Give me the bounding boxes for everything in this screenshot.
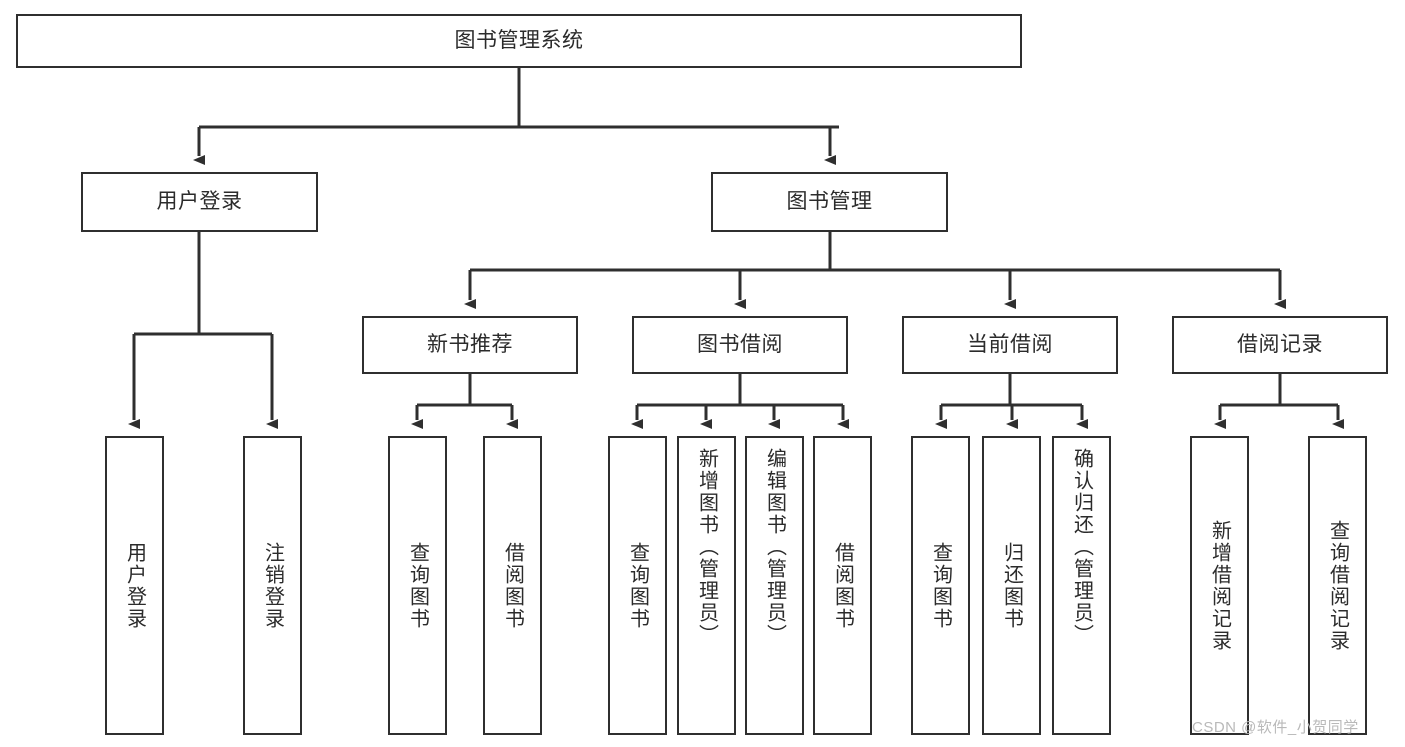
node-leaf-borrow-book-recommend[interactable]: 借阅图书 [483, 436, 542, 735]
node-label: 图书管理 [786, 189, 873, 213]
node-root-book-management-system[interactable]: 图书管理系统 [16, 14, 1022, 68]
node-label: 确认归还（管理员） [1070, 448, 1093, 646]
node-label: 用户登录 [156, 189, 243, 213]
node-label: 当前借阅 [967, 332, 1053, 356]
node-leaf-query-borrow-record[interactable]: 查询借阅记录 [1308, 436, 1367, 735]
node-leaf-confirm-return[interactable]: 确认归还（管理员） [1052, 436, 1111, 735]
node-label: 查询图书 [626, 541, 649, 630]
csdn-watermark: CSDN @软件_小贺同学 [1192, 719, 1359, 736]
node-new-book-recommend[interactable]: 新书推荐 [362, 316, 578, 374]
node-leaf-query-book-current[interactable]: 查询图书 [911, 436, 970, 735]
node-label: 图书管理系统 [454, 28, 584, 52]
node-leaf-borrow-book[interactable]: 借阅图书 [813, 436, 872, 735]
node-leaf-return-book[interactable]: 归还图书 [982, 436, 1041, 735]
node-leaf-user-login[interactable]: 用户登录 [105, 436, 164, 735]
node-borrow-record[interactable]: 借阅记录 [1172, 316, 1388, 374]
node-label: 借阅记录 [1237, 332, 1323, 356]
node-leaf-edit-book[interactable]: 编辑图书（管理员） [745, 436, 804, 735]
node-label: 新增借阅记录 [1208, 519, 1231, 652]
node-label: 图书借阅 [697, 332, 783, 356]
node-book-borrow[interactable]: 图书借阅 [632, 316, 848, 374]
node-leaf-add-book[interactable]: 新增图书（管理员） [677, 436, 736, 735]
node-label: 新增图书（管理员） [695, 448, 718, 646]
node-label: 查询借阅记录 [1326, 519, 1349, 652]
node-current-borrow[interactable]: 当前借阅 [902, 316, 1118, 374]
node-leaf-logout[interactable]: 注销登录 [243, 436, 302, 735]
node-leaf-query-book-borrow[interactable]: 查询图书 [608, 436, 667, 735]
node-book-management[interactable]: 图书管理 [711, 172, 948, 232]
node-label: 借阅图书 [501, 541, 524, 630]
node-leaf-query-book-recommend[interactable]: 查询图书 [388, 436, 447, 735]
node-label: 用户登录 [123, 541, 146, 630]
node-label: 注销登录 [261, 541, 284, 630]
node-user-login[interactable]: 用户登录 [81, 172, 318, 232]
node-label: 新书推荐 [427, 332, 513, 356]
node-label: 借阅图书 [831, 541, 854, 630]
node-label: 查询图书 [929, 541, 952, 630]
node-label: 归还图书 [1000, 541, 1023, 630]
node-label: 编辑图书（管理员） [763, 448, 786, 646]
node-label: 查询图书 [406, 541, 429, 630]
node-leaf-add-borrow-record[interactable]: 新增借阅记录 [1190, 436, 1249, 735]
